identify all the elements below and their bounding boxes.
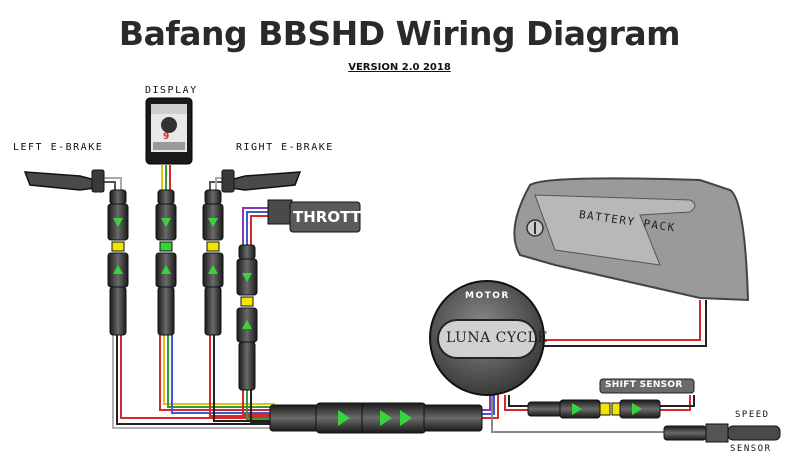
arrow-icon: [161, 218, 171, 227]
shift-sensor-label: SHIFT SENSOR: [605, 380, 683, 390]
battery-pack: [513, 177, 750, 302]
left-brake-connector-tip: [111, 241, 125, 252]
left-brake-wire-red: [120, 335, 275, 419]
main-harness-connector: [269, 402, 483, 434]
arrow-icon: [242, 320, 252, 329]
motor-label: MOTOR: [465, 291, 510, 301]
arrow-icon: [208, 265, 218, 274]
display-connector-plug-top: [157, 189, 175, 205]
motor-brand-label: LUNA CYCLE: [446, 330, 549, 346]
arrow-icon: [400, 410, 412, 426]
diagram-title: Bafang BBSHD Wiring Diagram: [118, 14, 681, 53]
display-wire-yellow: [163, 330, 275, 405]
throttle-grip: [267, 199, 361, 233]
right-brake-wire-black: [213, 335, 275, 422]
left-brake-label: LEFT E-BRAKE: [13, 142, 104, 153]
version-label: VERSION 2.0 2018: [348, 62, 451, 73]
throttle-connector-plug-bottom: [238, 341, 256, 391]
shift-sensor: [527, 378, 695, 419]
left-brake-lever: [23, 169, 105, 193]
right-brake-lever: [221, 169, 302, 193]
right-brake-connector-plug-top: [204, 189, 222, 205]
display-connector-plug-bottom: [157, 286, 175, 336]
throttle-connector-plug-top: [238, 244, 256, 260]
right-brake-connector-plug-bottom: [204, 286, 222, 336]
display-wire-red: [159, 330, 275, 411]
arrow-icon: [632, 403, 642, 415]
throttle-connector-tip: [240, 296, 254, 307]
arrow-icon: [113, 218, 123, 227]
arrow-icon: [113, 265, 123, 274]
display-connector-tip: [159, 241, 173, 252]
left-brake-wire-black: [116, 335, 275, 425]
arrow-icon: [572, 403, 582, 415]
speed-label: SPEED: [735, 410, 770, 420]
left-brake-connector-plug-bottom: [109, 286, 127, 336]
arrow-icon: [161, 265, 171, 274]
right-brake-label: RIGHT E-BRAKE: [236, 142, 334, 153]
display-reading: 9: [163, 132, 171, 142]
display-label: DISPLAY: [145, 85, 198, 96]
arrow-icon: [242, 273, 252, 282]
right-brake-wire-red: [209, 335, 275, 417]
right-brake-connector-tip: [206, 241, 220, 252]
speed-sensor: [663, 423, 781, 443]
throttle-label: THROTTLE: [293, 208, 381, 226]
arrow-icon: [338, 410, 350, 426]
display-unit: [145, 97, 193, 165]
sensor-label: SENSOR: [730, 444, 772, 454]
connectors: [107, 189, 258, 391]
arrow-icon: [208, 218, 218, 227]
left-brake-wire-white: [112, 335, 275, 429]
left-brake-connector-plug-top: [109, 189, 127, 205]
motor: [429, 280, 545, 396]
display-wire-green: [167, 330, 275, 408]
display-wire-blue: [171, 330, 275, 414]
arrow-icon: [380, 410, 392, 426]
